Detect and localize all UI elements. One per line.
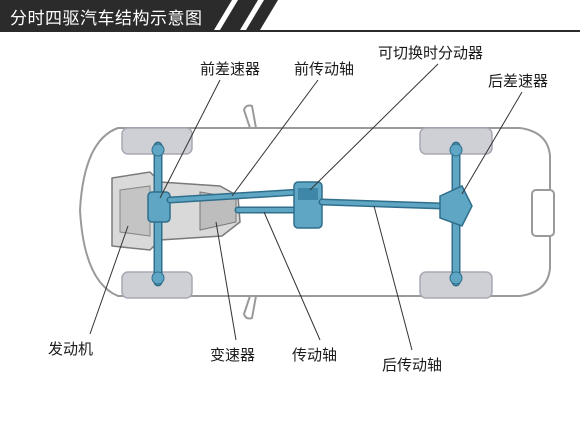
wheels <box>121 127 493 299</box>
leader-lines <box>89 63 523 351</box>
leader-engine <box>89 225 129 335</box>
labels: 前差速器 前传动轴 可切换时分动器 后差速器 发动机 变速器 传动轴 后传动轴 <box>48 44 548 374</box>
leader-transmission <box>215 221 237 341</box>
label-front-diff: 前差速器 <box>200 60 260 78</box>
title-banner-background <box>0 0 580 32</box>
leader-front-driveshaft <box>231 79 319 197</box>
leader-transfer-case <box>309 63 439 191</box>
drivetrain <box>147 141 473 287</box>
engine-block <box>111 171 241 251</box>
page-title: 分时四驱汽车结构示意图 <box>10 9 203 29</box>
label-front-driveshaft: 前传动轴 <box>294 60 354 78</box>
leader-front-diff <box>159 79 221 199</box>
title-banner: 分时四驱汽车结构示意图 <box>0 0 580 32</box>
leader-rear-diff <box>461 91 523 195</box>
label-transfer-case: 可切换时分动器 <box>378 44 483 62</box>
label-driveshaft: 传动轴 <box>292 346 337 364</box>
label-transmission: 变速器 <box>210 346 255 364</box>
leader-rear-driveshaft <box>373 205 413 351</box>
label-rear-driveshaft: 后传动轴 <box>382 356 442 374</box>
rear-differential <box>439 185 473 227</box>
label-engine: 发动机 <box>48 340 93 358</box>
front-differential <box>147 191 171 223</box>
label-rear-diff: 后差速器 <box>488 72 548 90</box>
leader-driveshaft <box>263 211 321 341</box>
